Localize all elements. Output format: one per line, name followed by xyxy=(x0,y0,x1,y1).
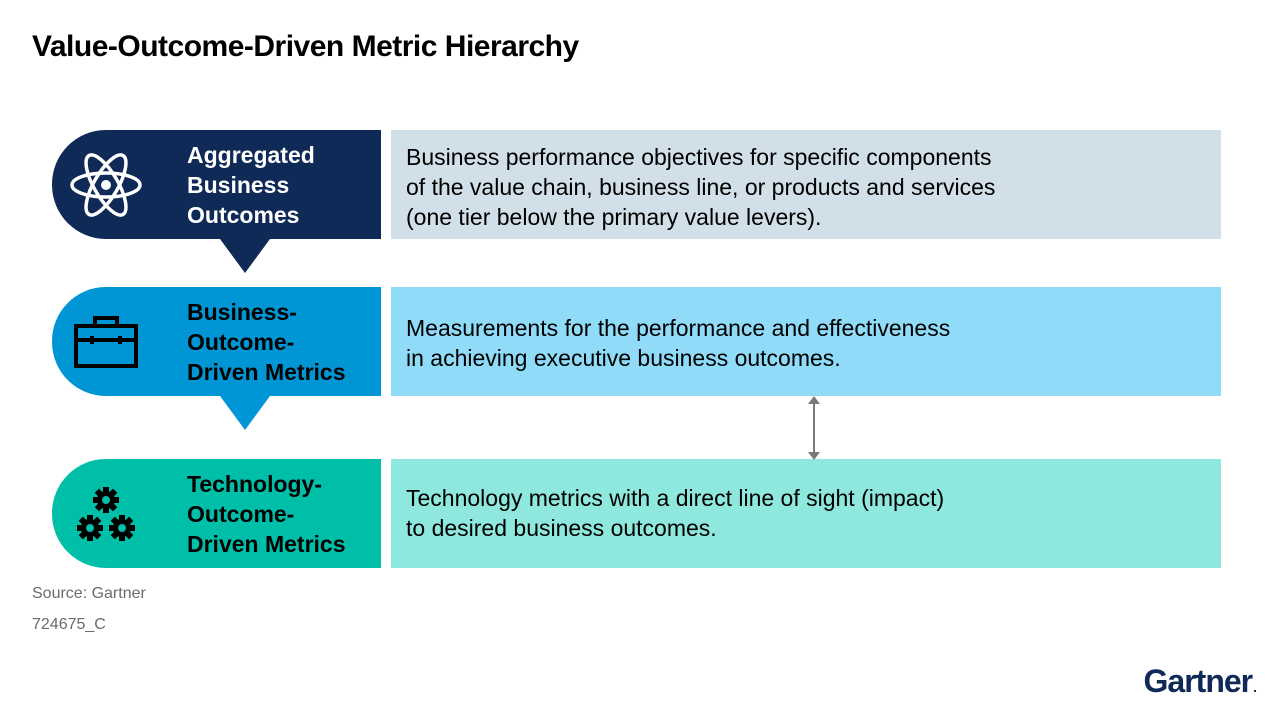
tier-description: Business performance objectives for spec… xyxy=(391,130,1221,239)
gears-icon xyxy=(68,478,144,550)
tier-label-pill: Technology- Outcome- Driven Metrics xyxy=(52,459,381,568)
tier-aggregated-business-outcomes: Aggregated Business Outcomes Business pe… xyxy=(52,130,1221,273)
tier-label: Technology- Outcome- Driven Metrics xyxy=(187,470,346,557)
tier-technology-outcome-driven-metrics: Technology- Outcome- Driven Metrics Tech… xyxy=(52,459,1221,568)
tier-label-pill: Business- Outcome- Driven Metrics xyxy=(52,287,381,396)
source-note: Source: Gartner xyxy=(32,585,146,602)
atom-icon xyxy=(68,149,144,221)
gartner-logo: Gartner. xyxy=(1143,663,1257,699)
bidirectional-arrow-icon xyxy=(808,396,820,460)
briefcase-icon xyxy=(68,306,144,378)
tier-label: Business- Outcome- Driven Metrics xyxy=(187,298,346,385)
down-pointer xyxy=(220,239,270,273)
page-title: Value-Outcome-Driven Metric Hierarchy xyxy=(32,30,579,63)
figure-code: 724675_C xyxy=(32,616,106,633)
tier-label: Aggregated Business Outcomes xyxy=(187,141,315,228)
tier-business-outcome-driven-metrics: Business- Outcome- Driven Metrics Measur… xyxy=(52,287,1221,430)
tier-description: Measurements for the performance and eff… xyxy=(391,287,1221,396)
down-pointer xyxy=(220,396,270,430)
tier-label-pill: Aggregated Business Outcomes xyxy=(52,130,381,239)
tier-description: Technology metrics with a direct line of… xyxy=(391,459,1221,568)
